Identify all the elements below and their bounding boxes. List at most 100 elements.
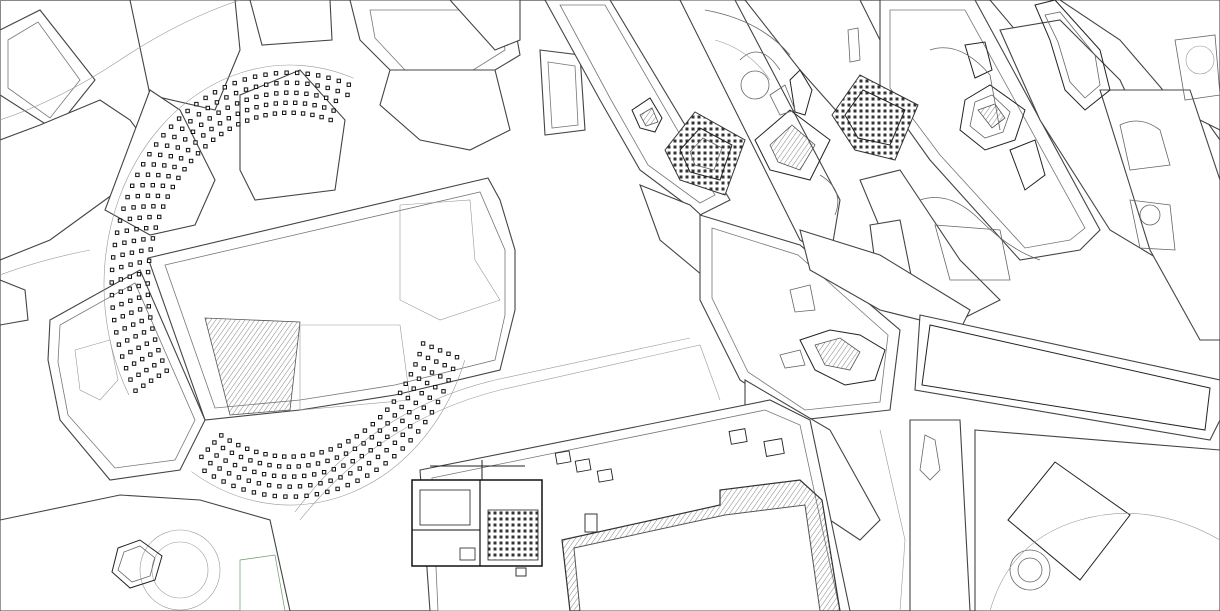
seat-marker: [421, 366, 427, 371]
seat-marker: [125, 194, 130, 200]
seat-marker: [211, 137, 216, 143]
seat-marker: [156, 348, 161, 353]
seat-marker: [399, 404, 404, 410]
seat-marker: [164, 368, 169, 373]
seat-marker: [345, 92, 350, 98]
seat-marker: [294, 90, 299, 96]
seat-marker: [273, 71, 279, 76]
seat-marker: [296, 464, 301, 469]
seat-marker: [272, 453, 278, 459]
seat-marker: [305, 81, 310, 86]
seat-marker: [254, 94, 259, 100]
seat-marker: [252, 74, 258, 79]
seat-marker: [214, 453, 219, 458]
seat-marker: [271, 473, 277, 479]
seat-marker: [408, 438, 413, 443]
seat-marker: [236, 442, 241, 448]
seat-marker: [220, 445, 226, 451]
seat-marker: [136, 295, 142, 300]
seat-marker: [442, 363, 447, 368]
seat-marker: [137, 215, 142, 221]
seat-marker: [137, 260, 143, 265]
seat-marker: [392, 413, 398, 418]
seat-marker: [137, 307, 143, 312]
seat-marker: [369, 435, 375, 440]
seat-marker: [377, 428, 383, 433]
seat-marker: [397, 390, 403, 396]
seat-marker: [176, 175, 181, 181]
seat-marker: [434, 359, 439, 364]
seat-marker: [114, 330, 119, 335]
seat-marker: [322, 105, 327, 110]
seat-marker: [232, 462, 238, 468]
ring-outline: [191, 360, 466, 506]
seat-marker: [238, 454, 244, 460]
seat-marker: [384, 448, 389, 453]
seat-marker: [128, 298, 133, 304]
seat-marker: [283, 494, 288, 499]
seat-marker: [274, 81, 279, 86]
seat-marker: [416, 429, 421, 434]
seat-marker: [385, 421, 390, 426]
seat-marker: [454, 355, 460, 360]
seat-marker: [205, 105, 211, 111]
seat-marker: [219, 131, 224, 137]
seat-marker: [348, 471, 353, 476]
seat-marker: [226, 116, 232, 121]
seat-marker: [223, 458, 228, 463]
seat-marker: [146, 304, 152, 309]
seat-marker: [241, 487, 246, 492]
seat-marker: [424, 380, 430, 386]
seat-marker: [245, 118, 250, 123]
seat-marker: [284, 90, 289, 95]
seat-marker: [310, 452, 315, 457]
seat-marker: [400, 446, 405, 451]
seat-marker: [266, 483, 272, 488]
seat-marker: [225, 105, 230, 110]
seat-marker: [147, 214, 152, 220]
seat-marker: [295, 70, 300, 76]
seat-marker: [284, 80, 290, 85]
seat-marker: [315, 461, 321, 466]
seat-marker: [400, 432, 406, 438]
seat-marker: [355, 478, 360, 483]
seat-marker: [438, 374, 443, 379]
seat-marker: [114, 230, 120, 235]
seat-marker: [161, 133, 166, 138]
seat-marker: [227, 126, 232, 131]
seat-marker: [147, 152, 152, 157]
seat-marker: [145, 281, 150, 286]
seat-marker: [161, 204, 166, 209]
seat-marker: [294, 80, 300, 86]
seat-marker: [144, 226, 149, 231]
seat-marker: [145, 193, 151, 198]
seat-marker: [235, 111, 241, 116]
seat-marker: [300, 111, 306, 116]
seat-marker: [319, 450, 324, 455]
seat-marker: [441, 389, 446, 394]
seat-marker: [202, 468, 207, 474]
seat-marker: [231, 483, 236, 489]
seat-marker: [120, 314, 125, 319]
seat-marker: [246, 478, 252, 483]
seat-marker: [153, 225, 159, 230]
seat-marker: [229, 450, 235, 456]
seat-marker: [318, 481, 323, 486]
seat-marker: [400, 418, 405, 424]
seat-marker: [277, 484, 282, 489]
seat-marker: [366, 460, 372, 466]
seat-marker: [415, 415, 420, 420]
seat-marker: [244, 97, 249, 102]
seat-marker: [435, 399, 441, 405]
seat-marker: [365, 473, 370, 478]
seat-marker: [168, 154, 174, 159]
seat-marker: [297, 484, 303, 489]
seat-marker: [306, 463, 311, 468]
seat-marker: [211, 474, 217, 479]
seat-marker: [425, 355, 431, 361]
seat-marker: [133, 388, 138, 393]
seat-marker: [263, 452, 268, 457]
palace-complex-right: [919, 0, 1220, 281]
